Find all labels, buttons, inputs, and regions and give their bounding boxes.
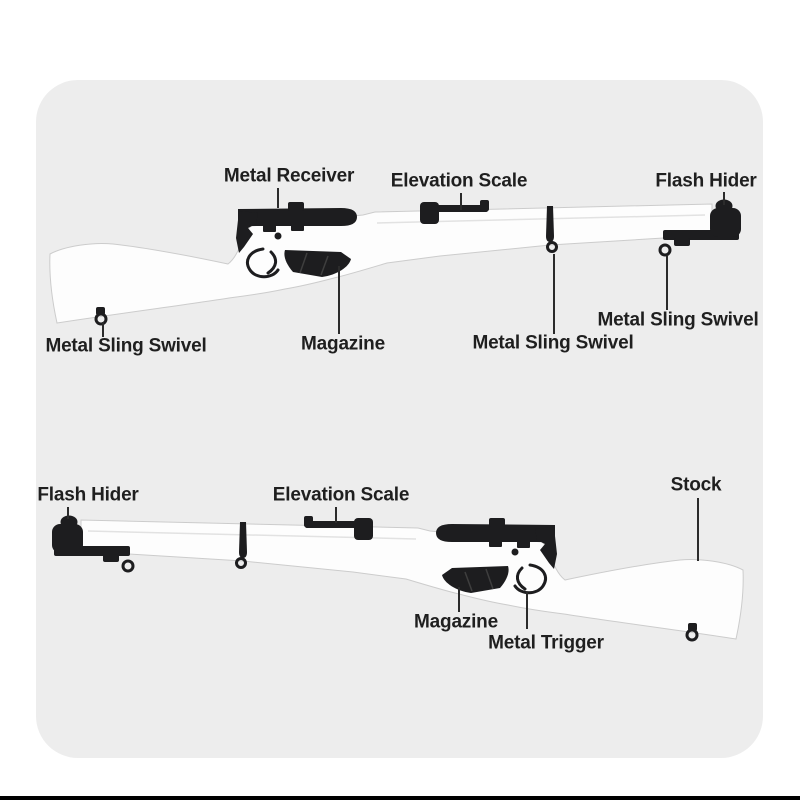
leader-line-flash-hider-top — [723, 192, 725, 205]
part-label-magazine-bottom: Magazine — [414, 611, 498, 633]
part-label-elevation-scale-bottom: Elevation Scale — [272, 484, 410, 506]
product-diagram-card — [36, 80, 763, 758]
part-label-sling-swivel-front: Metal Sling Swivel — [597, 309, 759, 331]
part-label-metal-trigger: Metal Trigger — [488, 632, 604, 654]
part-label-stock: Stock — [670, 474, 722, 496]
rifle-bottom-illustration — [50, 514, 745, 642]
leader-line-sling-swivel-front — [666, 256, 668, 310]
part-label-flash-hider-top: Flash Hider — [655, 170, 757, 192]
leader-line-magazine-bottom — [458, 587, 460, 612]
leader-line-elevation-scale-top — [460, 193, 462, 210]
part-label-flash-hider-bottom: Flash Hider — [37, 484, 139, 506]
leader-line-metal-receiver — [277, 188, 279, 208]
leader-line-magazine-top — [338, 266, 340, 334]
leader-line-flash-hider-bottom — [67, 507, 69, 519]
part-label-elevation-scale-top: Elevation Scale — [390, 170, 528, 192]
leader-line-metal-trigger — [526, 592, 528, 629]
leader-line-sling-swivel-mid — [553, 254, 555, 334]
leader-line-stock — [697, 498, 699, 561]
leader-line-sling-swivel-butt — [102, 322, 104, 337]
footer-bar — [0, 796, 800, 800]
part-label-metal-receiver: Metal Receiver — [223, 165, 355, 187]
part-label-sling-swivel-butt: Metal Sling Swivel — [45, 335, 207, 357]
part-label-magazine-top: Magazine — [301, 333, 385, 355]
leader-line-elevation-scale-bottom — [335, 507, 337, 523]
part-label-sling-swivel-mid: Metal Sling Swivel — [472, 332, 634, 354]
